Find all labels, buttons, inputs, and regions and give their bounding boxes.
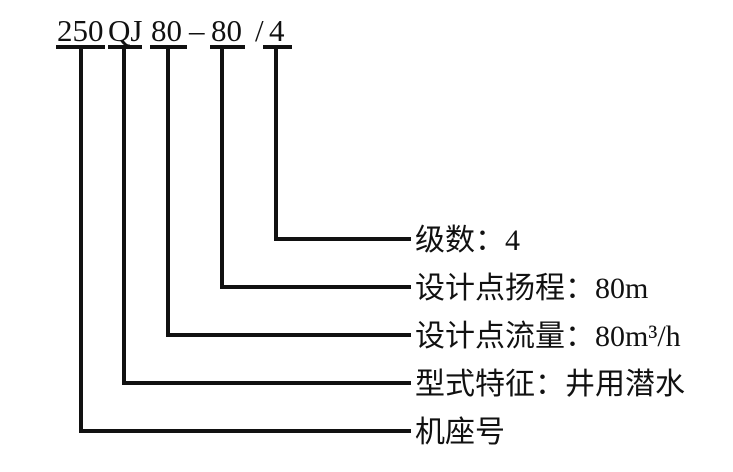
label-frame: 机座号 xyxy=(415,416,505,449)
leader-vline-stages xyxy=(274,46,278,241)
code-head: 80 xyxy=(211,13,242,48)
label-head: 设计点扬程：80m xyxy=(415,272,649,305)
label-flow: 设计点流量：80m³/h xyxy=(415,320,681,353)
underline-head xyxy=(210,45,245,49)
leader-vline-head xyxy=(220,46,224,289)
leader-vline-frame xyxy=(79,46,83,433)
leader-vline-flow xyxy=(166,46,170,337)
code-type: QJ xyxy=(108,13,143,48)
leader-hline-flow xyxy=(166,333,411,337)
leader-vline-type xyxy=(122,46,126,385)
leader-hline-stages xyxy=(274,237,411,241)
code-stages: 4 xyxy=(269,13,285,48)
label-stages: 级数：4 xyxy=(415,224,520,257)
code-flow: 80 xyxy=(151,13,182,48)
code-frame-size: 250 xyxy=(57,13,104,48)
leader-hline-head xyxy=(220,285,411,289)
code-slash: / xyxy=(255,13,264,48)
leader-hline-frame xyxy=(79,429,411,433)
leader-hline-type xyxy=(122,381,411,385)
code-dash: – xyxy=(189,13,205,48)
label-type: 型式特征：井用潜水 xyxy=(415,368,685,401)
